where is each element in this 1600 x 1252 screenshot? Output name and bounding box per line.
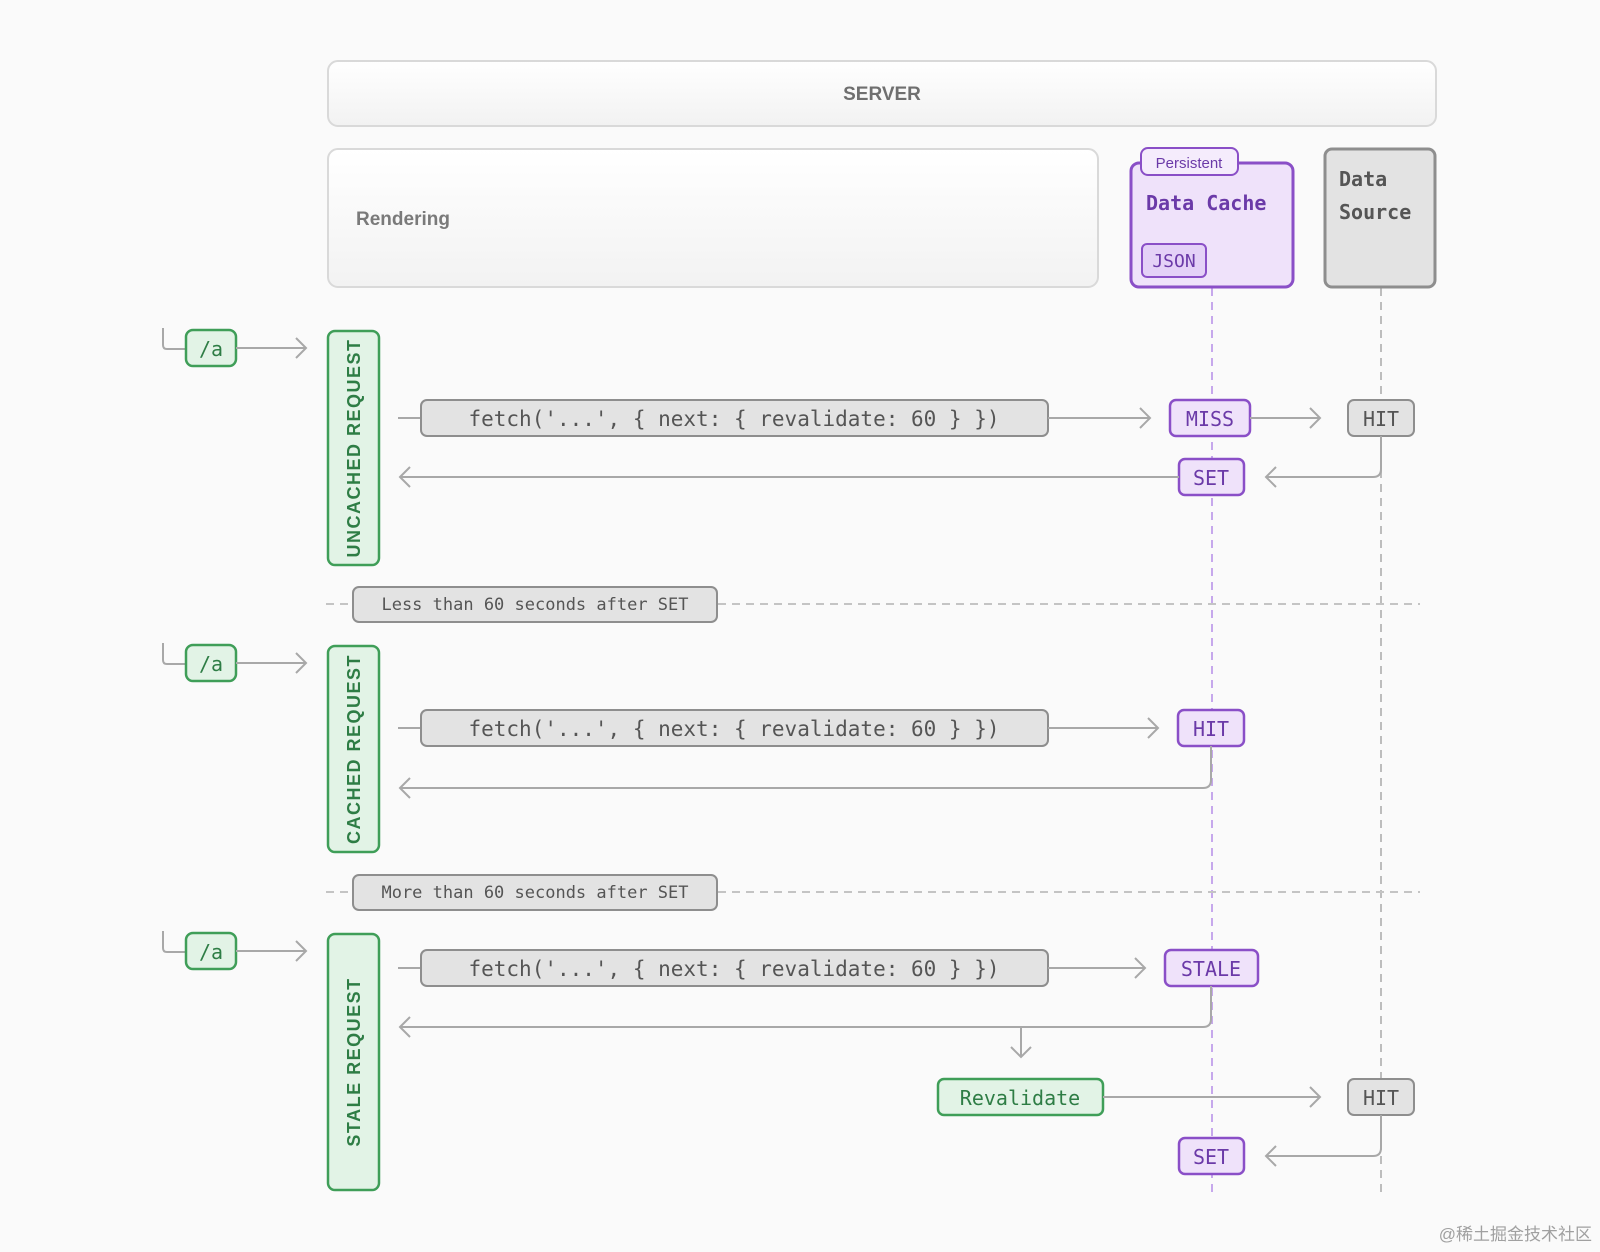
data-cache-title: Data Cache: [1146, 191, 1266, 215]
persistent-tag: [1140, 147, 1239, 176]
cache-status-label: STALE: [1181, 957, 1241, 981]
fetch-call-label: fetch('...', { next: { revalidate: 60 } …: [468, 717, 999, 741]
separator-badge: [352, 586, 718, 623]
cache-status-label: MISS: [1186, 407, 1234, 431]
set-badge: [1177, 1136, 1246, 1176]
uncached-section: /a UNCACHED REQUEST fetch('...', { next:…: [162, 328, 1415, 567]
stale-section: /a STALE REQUEST fetch('...', { next: { …: [162, 931, 1415, 1192]
data-source-label-line2: Source: [1339, 200, 1411, 224]
server-bar: [327, 60, 1437, 127]
request-type-label: CACHED REQUEST: [344, 654, 364, 844]
separator-label: More than 60 seconds after SET: [381, 883, 688, 903]
cached-section: /a CACHED REQUEST fetch('...', { next: {…: [162, 643, 1246, 854]
json-badge: [1141, 243, 1207, 278]
separator-1: Less than 60 seconds after SET: [326, 586, 1420, 623]
request-type-label: STALE REQUEST: [344, 977, 364, 1146]
data-source-box: [1323, 147, 1437, 289]
separator-2: More than 60 seconds after SET: [326, 874, 1420, 911]
request-type-panel: [326, 329, 381, 567]
revalidate-label: Revalidate: [960, 1086, 1080, 1110]
separator-badge: [352, 874, 718, 911]
rendering-label: Rendering: [356, 209, 450, 230]
persistent-tag-label: Persistent: [1156, 155, 1224, 172]
watermark: @稀土掘金技术社区: [1439, 1225, 1592, 1244]
set-label: SET: [1193, 466, 1229, 490]
route-label: /a: [199, 652, 223, 676]
separator-label: Less than 60 seconds after SET: [381, 595, 688, 615]
request-type-panel: [326, 644, 381, 854]
rendering-box: [327, 148, 1099, 288]
route-label: /a: [199, 940, 223, 964]
fetch-call-label: fetch('...', { next: { revalidate: 60 } …: [468, 407, 999, 431]
request-type-label: UNCACHED REQUEST: [344, 338, 364, 557]
request-type-panel: [326, 932, 381, 1192]
json-badge-label: JSON: [1152, 251, 1195, 272]
source-status-label: HIT: [1363, 407, 1399, 431]
data-source-label-line1: Data: [1339, 167, 1387, 191]
server-label: SERVER: [843, 84, 921, 105]
source-status-label: HIT: [1363, 1086, 1399, 1110]
set-label: SET: [1193, 1145, 1229, 1169]
cache-status-label: HIT: [1193, 717, 1229, 741]
fetch-call-label: fetch('...', { next: { revalidate: 60 } …: [468, 957, 999, 981]
route-label: /a: [199, 337, 223, 361]
